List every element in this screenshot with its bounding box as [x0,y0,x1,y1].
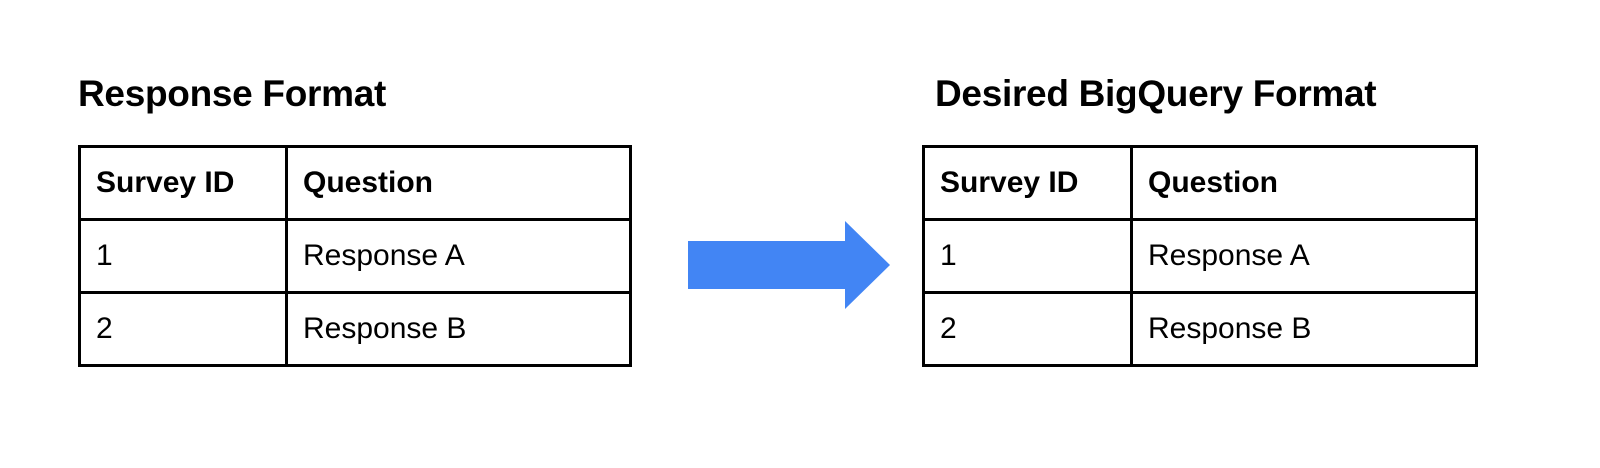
table-header-row: Survey ID Question [922,145,1478,221]
table-header-row: Survey ID Question [78,145,632,221]
column-header-question: Question [285,145,632,221]
cell-question: Response B [1130,291,1478,367]
table-row: 1 Response A [922,218,1478,294]
cell-question: Response A [285,218,632,294]
cell-survey-id: 1 [78,218,288,294]
bigquery-format-table: Survey ID Question 1 Response A 2 Respon… [922,145,1478,367]
cell-question: Response B [285,291,632,367]
table-row: 2 Response B [78,291,632,367]
column-header-survey-id: Survey ID [78,145,288,221]
right-panel-title: Desired BigQuery Format [935,73,1377,114]
cell-question: Response A [1130,218,1478,294]
table-row: 1 Response A [78,218,632,294]
cell-survey-id: 2 [922,291,1133,367]
right-arrow-icon [686,219,892,311]
column-header-question: Question [1130,145,1478,221]
cell-survey-id: 1 [922,218,1133,294]
column-header-survey-id: Survey ID [922,145,1133,221]
table-row: 2 Response B [922,291,1478,367]
left-panel-title: Response Format [78,73,387,114]
cell-survey-id: 2 [78,291,288,367]
response-format-table: Survey ID Question 1 Response A 2 Respon… [78,145,632,367]
